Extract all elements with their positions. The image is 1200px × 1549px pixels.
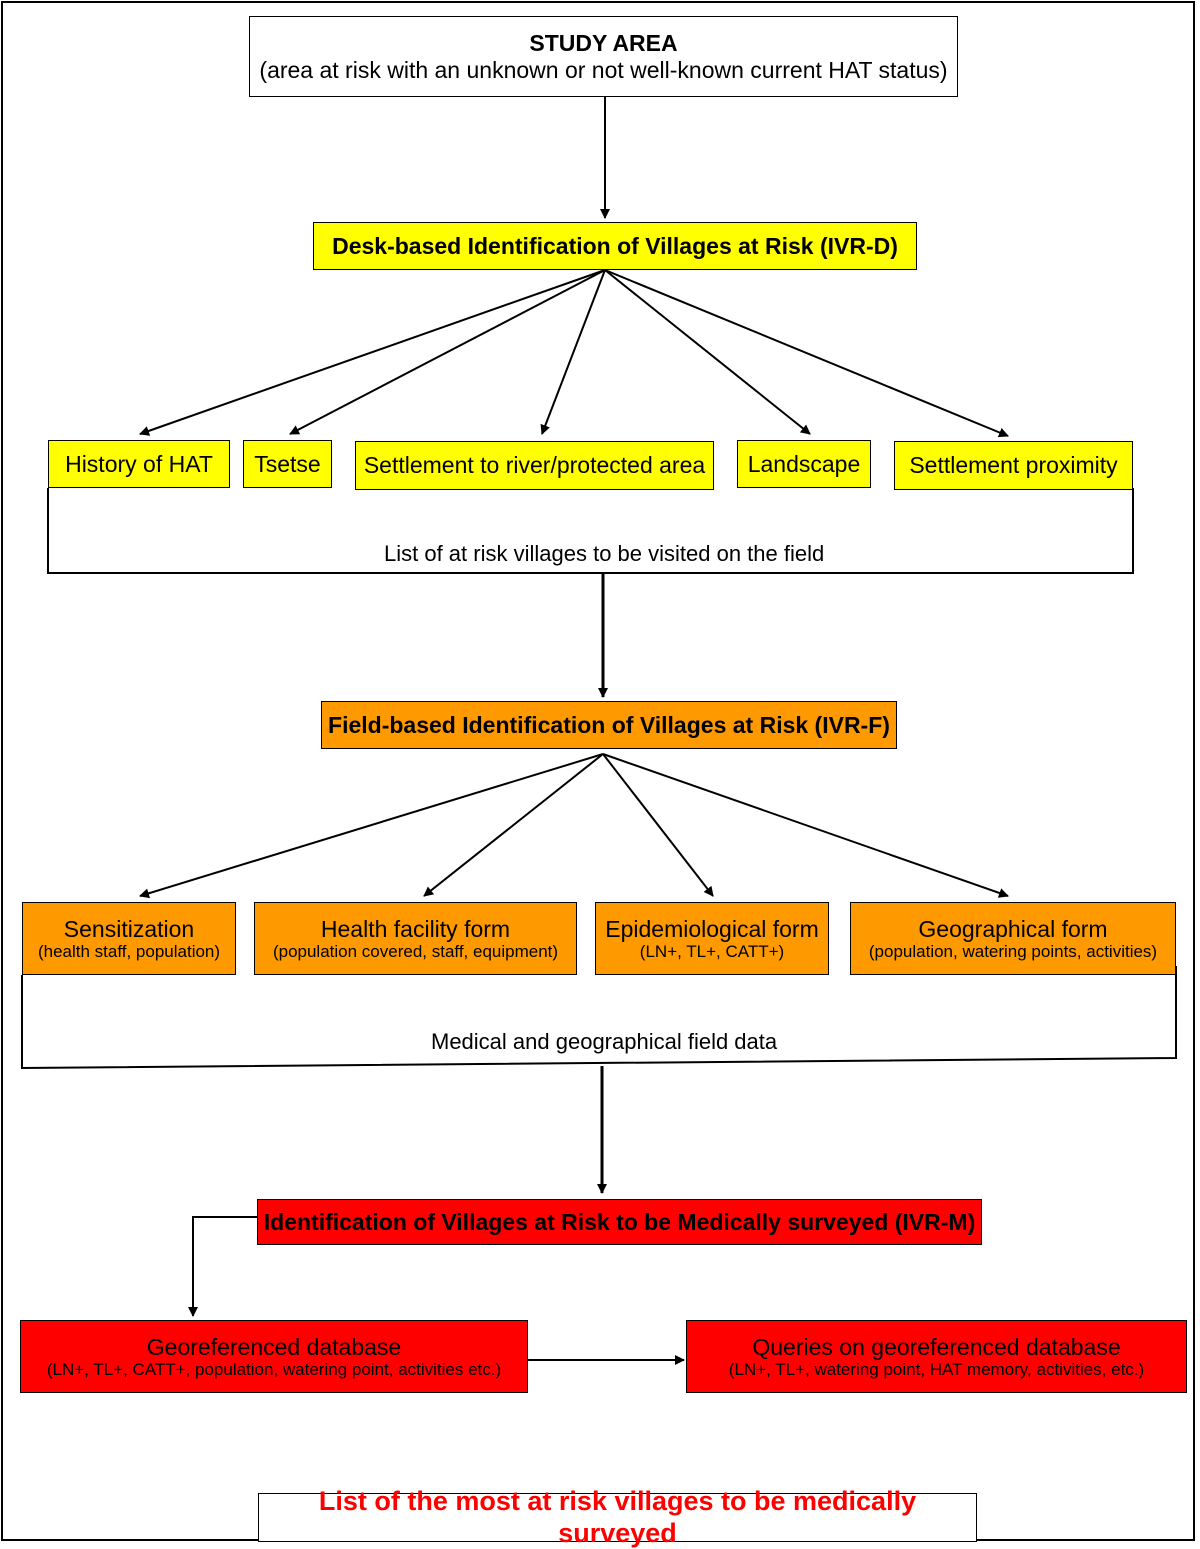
queries-title: Queries on georeferenced database	[752, 1333, 1121, 1360]
form-epi-detail: (LN+, TL+, CATT+)	[639, 941, 785, 961]
criterion-tsetse-label: Tsetse	[254, 450, 321, 477]
field-output-label: Medical and geographical field data	[431, 1029, 778, 1054]
form-sensitization-box: Sensitization (health staff, population)	[22, 902, 236, 975]
form-geo-title: Geographical form	[918, 915, 1108, 942]
form-sensitization-detail: (health staff, population)	[37, 941, 221, 961]
criterion-history-label: History of HAT	[65, 450, 213, 477]
result-label: List of the most at risk villages to be …	[318, 1486, 917, 1548]
queries-box: Queries on georeferenced database (LN+, …	[686, 1320, 1187, 1393]
arrow-desk-to-landscape	[604, 269, 811, 435]
form-geo-detail: (population, watering points, activities…	[868, 941, 1158, 961]
arrow-medical-to-database	[188, 1216, 257, 1317]
ivr-d-title: Desk-based Identification of Villages at…	[332, 232, 898, 259]
bracket-desk-output	[47, 488, 1134, 574]
form-geo-box: Geographical form (population, watering …	[850, 902, 1176, 975]
criterion-settlement-river-label: Settlement to river/protected area	[363, 452, 706, 479]
study-area-subtitle: (area at risk with an unknown or not wel…	[259, 56, 948, 83]
ivr-f-title: Field-based Identification of Villages a…	[328, 711, 890, 738]
criterion-proximity-label: Settlement proximity	[909, 452, 1118, 479]
criterion-proximity-box: Settlement proximity	[894, 441, 1133, 490]
study-area-title: STUDY AREA	[529, 30, 678, 57]
result-box: List of the most at risk villages to be …	[258, 1486, 977, 1548]
form-epi-title: Epidemiological form	[605, 915, 819, 942]
arrow-field-to-geo	[602, 753, 1009, 898]
form-health-detail: (population covered, staff, equipment)	[272, 941, 559, 961]
ivr-m-title: Identification of Villages at Risk to be…	[263, 1208, 976, 1235]
ivr-f-box: Field-based Identification of Villages a…	[321, 701, 897, 749]
criterion-tsetse-box: Tsetse	[243, 440, 332, 488]
database-detail: (LN+, TL+, CATT+, population, watering p…	[46, 1359, 502, 1379]
arrow-field-to-sensitization	[139, 753, 604, 899]
arrow-desk-to-tsetse	[289, 269, 606, 435]
arrow-field-to-epi	[602, 753, 714, 897]
criterion-landscape-box: Landscape	[737, 440, 871, 488]
arrow-desk-to-history	[139, 269, 606, 436]
form-health-title: Health facility form	[320, 915, 511, 942]
bracket-field-output	[21, 966, 1177, 1070]
study-area-box: STUDY AREA (area at risk with an unknown…	[249, 16, 958, 97]
database-title: Georeferenced database	[146, 1333, 402, 1360]
desk-output-label: List of at risk villages to be visited o…	[384, 541, 825, 566]
arrow-field-to-health	[423, 753, 604, 897]
form-sensitization-title: Sensitization	[63, 915, 195, 942]
arrow-desk-to-settlement-river	[540, 269, 606, 435]
form-health-box: Health facility form (population covered…	[254, 902, 577, 975]
database-box: Georeferenced database (LN+, TL+, CATT+,…	[20, 1320, 528, 1393]
criterion-history-box: History of HAT	[48, 440, 230, 488]
criterion-landscape-label: Landscape	[747, 450, 861, 477]
queries-detail: (LN+, TL+, watering point, HAT memory, a…	[728, 1359, 1145, 1379]
form-epi-box: Epidemiological form (LN+, TL+, CATT+)	[595, 902, 829, 975]
ivr-d-box: Desk-based Identification of Villages at…	[313, 222, 917, 270]
ivr-m-box: Identification of Villages at Risk to be…	[257, 1199, 982, 1245]
arrow-desk-to-proximity	[604, 269, 1009, 438]
criterion-settlement-river-box: Settlement to river/protected area	[355, 441, 714, 490]
